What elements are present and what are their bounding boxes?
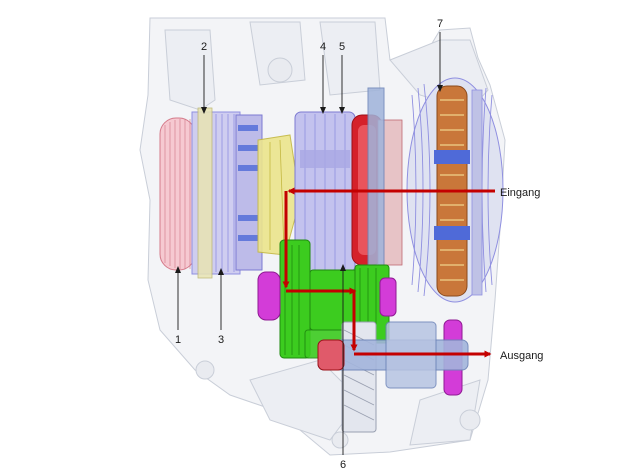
callout-3: 3 bbox=[218, 334, 224, 346]
callout-6: 6 bbox=[340, 459, 346, 471]
planetary-gear-yellow bbox=[257, 134, 301, 256]
callout-7: 7 bbox=[437, 18, 443, 30]
callout-5: 5 bbox=[339, 41, 345, 53]
clutch-drum-1 bbox=[159, 117, 196, 271]
callout-1: 1 bbox=[175, 334, 181, 346]
intermediate-plate bbox=[367, 87, 385, 279]
input-label: Eingang bbox=[500, 187, 540, 199]
power-flow-arrows bbox=[282, 187, 495, 358]
callout-numbers: 1 2 3 4 5 6 7 bbox=[175, 18, 443, 471]
callout-2: 2 bbox=[201, 41, 207, 53]
final-drive-gear-6 bbox=[341, 321, 377, 433]
callout-markers bbox=[175, 85, 443, 275]
callout-leaders bbox=[177, 32, 441, 455]
callout-4: 4 bbox=[320, 41, 326, 53]
output-label: Ausgang bbox=[500, 350, 543, 362]
clutch-pack-2-3 bbox=[191, 107, 263, 279]
